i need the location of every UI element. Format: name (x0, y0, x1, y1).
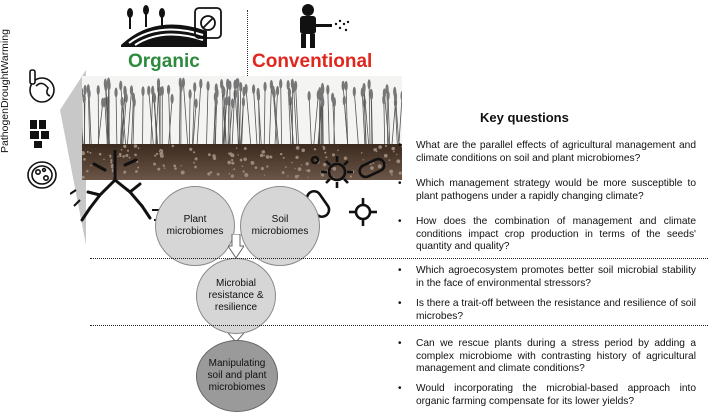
microbes-icon (305, 155, 386, 226)
question-item: Would incorporating the microbial-based … (398, 383, 696, 408)
section-divider (90, 325, 708, 326)
microbial-resistance-circle: Microbial resistance & resilience (196, 258, 276, 334)
drought-icon (30, 120, 49, 148)
soil-microbiomes-label: Soil microbiomes (251, 214, 309, 237)
question-item: Which management strategy would be more … (398, 178, 696, 203)
organic-farm-icon (121, 5, 222, 47)
soil-microbiomes-circle: Soil microbiomes (240, 186, 320, 266)
question-item: Can we rescue plants during a stress per… (398, 338, 696, 376)
microbial-resistance-label: Microbial resistance & resilience (208, 278, 264, 313)
conventional-title: Conventional (252, 51, 373, 72)
key-questions-title: Key questions (480, 110, 569, 125)
manipulating-label: Manipulating soil and plant microbiomes (207, 358, 267, 393)
plant-microbiomes-circle: Plant microbiomes (155, 186, 235, 266)
organic-title: Organic (128, 51, 200, 72)
sprayer-icon (300, 4, 350, 48)
question-item: What are the parallel effects of agricul… (398, 140, 696, 165)
crop-field-illustration (82, 76, 402, 180)
arrow-down-icon (228, 234, 244, 259)
question-item: How does the combination of management a… (398, 216, 696, 254)
roots-icon (70, 150, 162, 222)
pathogen-icon (27, 161, 57, 189)
question-item: Which agroecosystem promotes better soil… (398, 265, 696, 290)
plant-microbiomes-label: Plant microbiomes (166, 214, 224, 237)
question-item: Is there a trait-off between the resista… (398, 298, 696, 323)
column-divider (247, 10, 248, 80)
manipulating-circle: Manipulating soil and plant microbiomes (196, 340, 278, 412)
section-divider (90, 258, 708, 259)
warming-icon (29, 69, 55, 103)
